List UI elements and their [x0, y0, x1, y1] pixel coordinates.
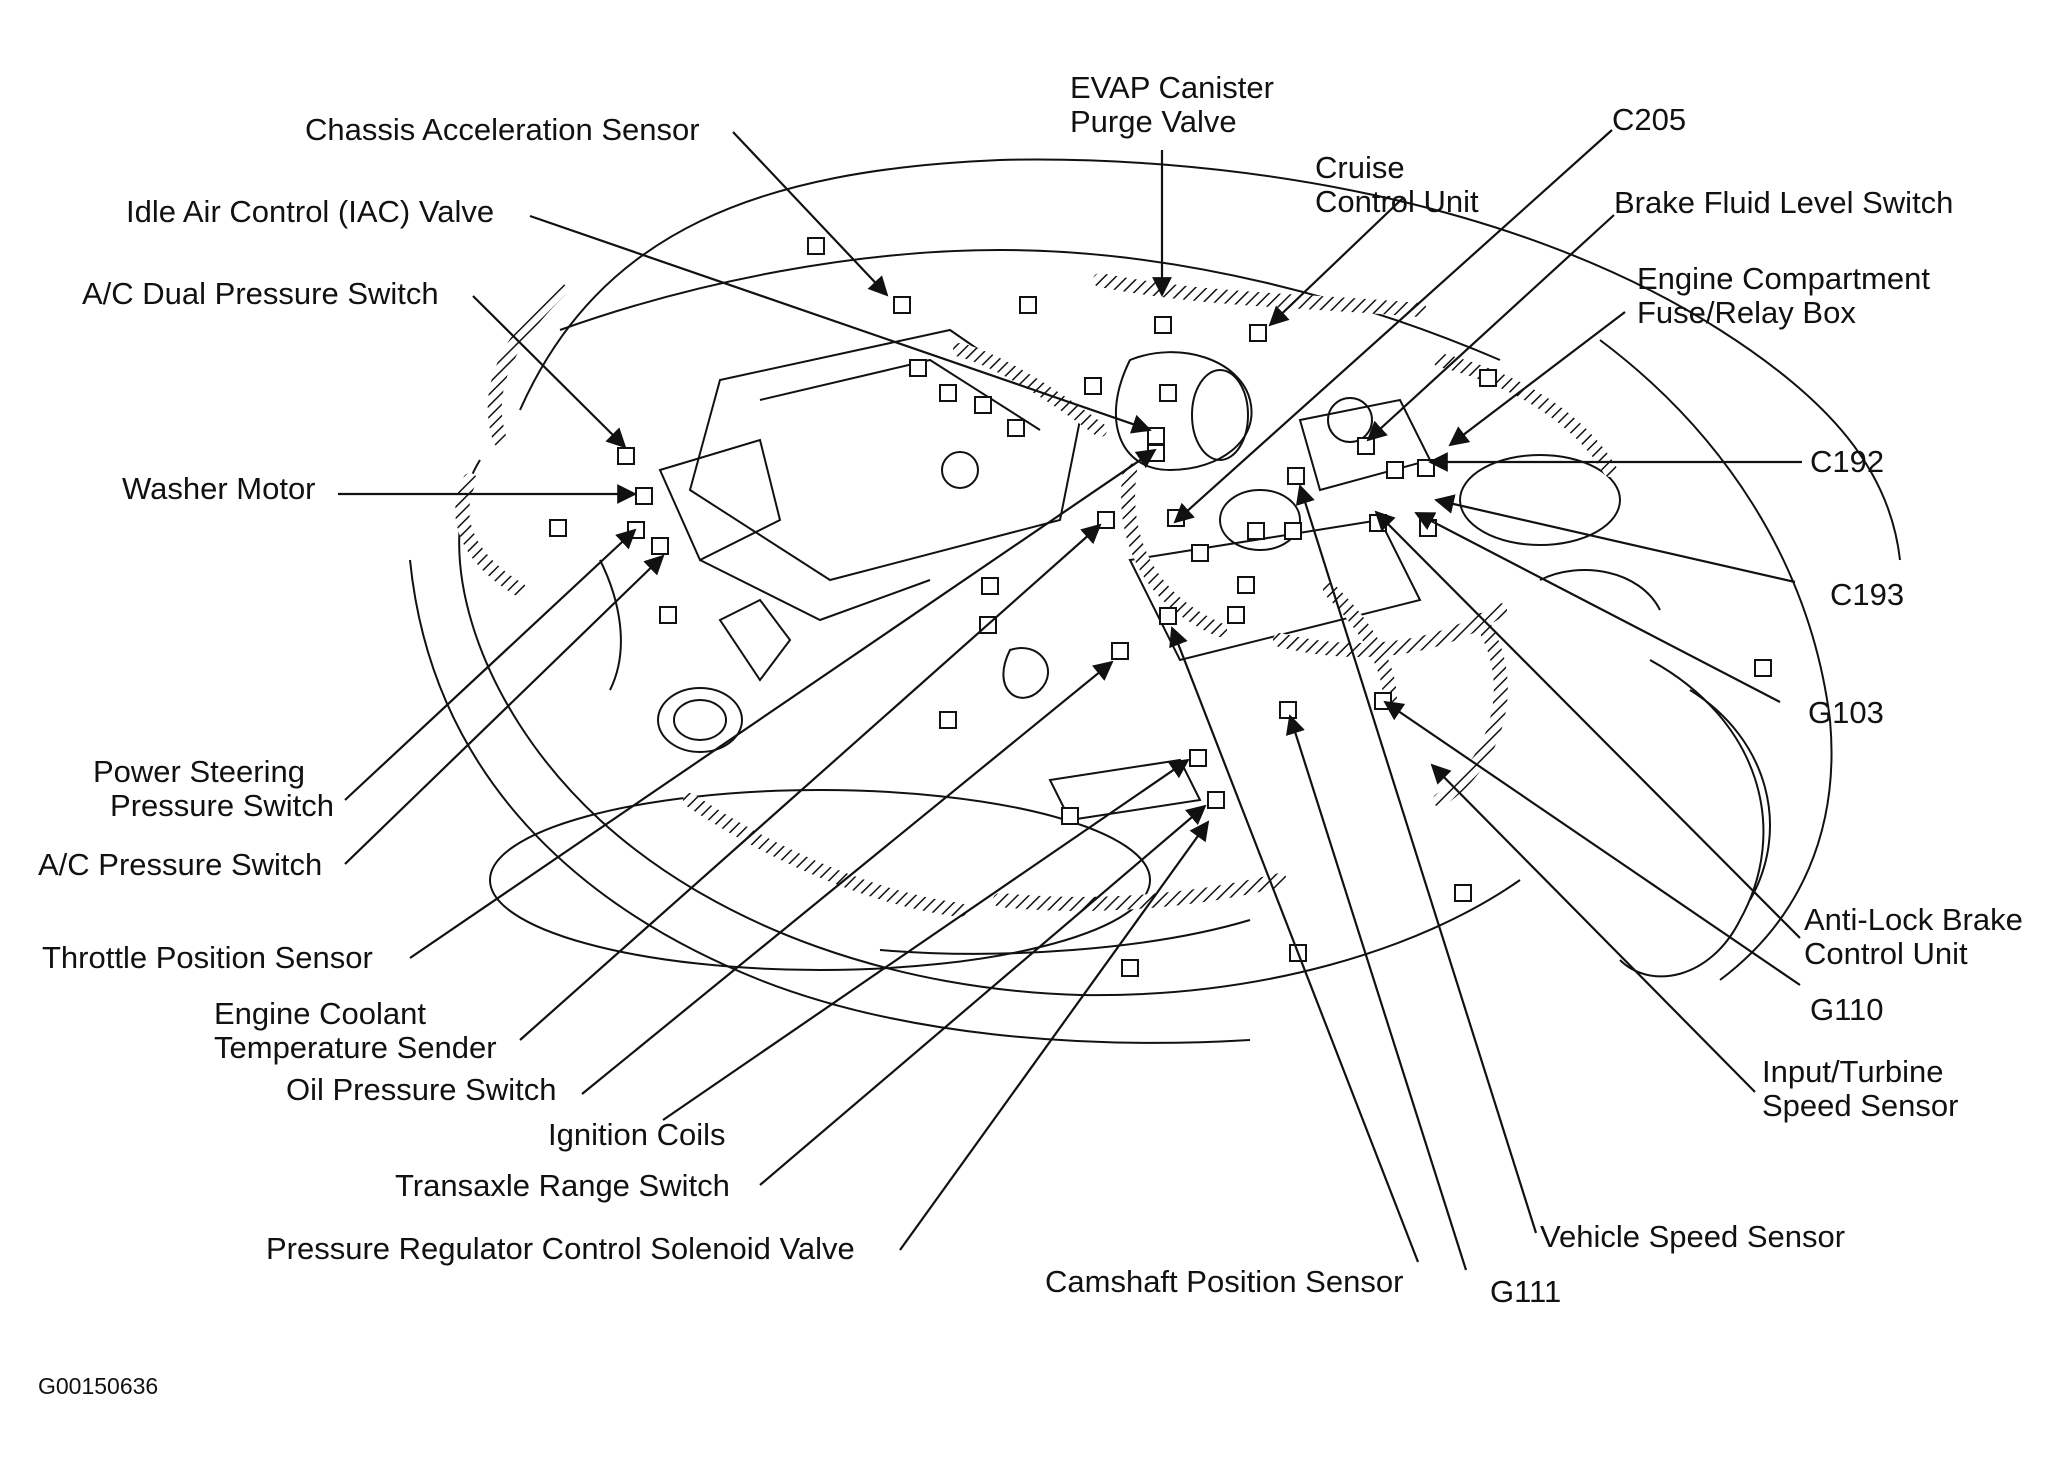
label-vehicle-speed-sensor: Vehicle Speed Sensor [1540, 1219, 1846, 1254]
label-ac-pressure-switch: A/C Pressure Switch [38, 847, 323, 882]
label-c192: C192 [1810, 444, 1885, 479]
label-camshaft-position-sensor: Camshaft Position Sensor [1045, 1264, 1404, 1299]
label-pressure-regulator-control-solenoid-valve: Pressure Regulator Control Solenoid Valv… [266, 1231, 855, 1266]
label-line: Control Unit [1315, 184, 1479, 219]
label-anti-lock-brake-control-unit: Anti-Lock Brake Control Unit [1804, 903, 2023, 971]
label-line: EVAP Canister [1070, 70, 1274, 105]
wiring-harness [455, 273, 1617, 917]
label-chassis-acceleration-sensor: Chassis Acceleration Sensor [305, 112, 700, 147]
label-washer-motor: Washer Motor [122, 471, 316, 506]
label-ac-dual-pressure-switch: A/C Dual Pressure Switch [82, 276, 439, 311]
engine-block [599, 328, 1661, 822]
figure-code: G00150636 [38, 1373, 159, 1399]
connectors [549, 237, 1772, 977]
label-line: Fuse/Relay Box [1637, 295, 1856, 330]
label-brake-fluid-level-switch: Brake Fluid Level Switch [1614, 185, 1954, 220]
label-line: Power Steering [93, 754, 305, 789]
label-cruise-control-unit: Cruise Control Unit [1315, 151, 1479, 219]
label-transaxle-range-switch: Transaxle Range Switch [395, 1168, 730, 1203]
label-g110: G110 [1810, 992, 1884, 1027]
label-line: Pressure Switch [110, 788, 334, 823]
label-line: Input/Turbine [1762, 1054, 1944, 1089]
label-evap-canister-purge-valve: EVAP Canister Purge Valve [1070, 71, 1274, 139]
label-line: Speed Sensor [1762, 1088, 1959, 1123]
label-input-turbine-speed-sensor: Input/Turbine Speed Sensor [1762, 1055, 1958, 1123]
leader-lines [338, 129, 1802, 1271]
label-power-steering-pressure-switch: Power Steering Pressure Switch [60, 755, 334, 823]
label-c193: C193 [1830, 577, 1905, 612]
label-oil-pressure-switch: Oil Pressure Switch [286, 1072, 557, 1107]
label-line: Control Unit [1804, 936, 1968, 971]
label-line: Engine Compartment [1637, 261, 1930, 296]
label-engine-coolant-temperature-sender: Engine Coolant Temperature Sender [214, 997, 497, 1065]
label-line: Cruise [1315, 150, 1405, 185]
label-g103: G103 [1808, 695, 1884, 730]
label-line: Anti-Lock Brake [1804, 902, 2023, 937]
label-line: Engine Coolant [214, 996, 426, 1031]
label-ignition-coils: Ignition Coils [548, 1117, 726, 1152]
label-engine-compartment-fuse-relay-box: Engine Compartment Fuse/Relay Box [1637, 262, 1930, 330]
label-iac-valve: Idle Air Control (IAC) Valve [126, 194, 495, 229]
label-g111: G111 [1490, 1274, 1562, 1309]
label-line: Temperature Sender [214, 1030, 497, 1065]
car-body-outline [409, 158, 1901, 1044]
label-c205: C205 [1612, 102, 1687, 137]
label-throttle-position-sensor: Throttle Position Sensor [42, 940, 373, 975]
label-line: Purge Valve [1070, 104, 1237, 139]
